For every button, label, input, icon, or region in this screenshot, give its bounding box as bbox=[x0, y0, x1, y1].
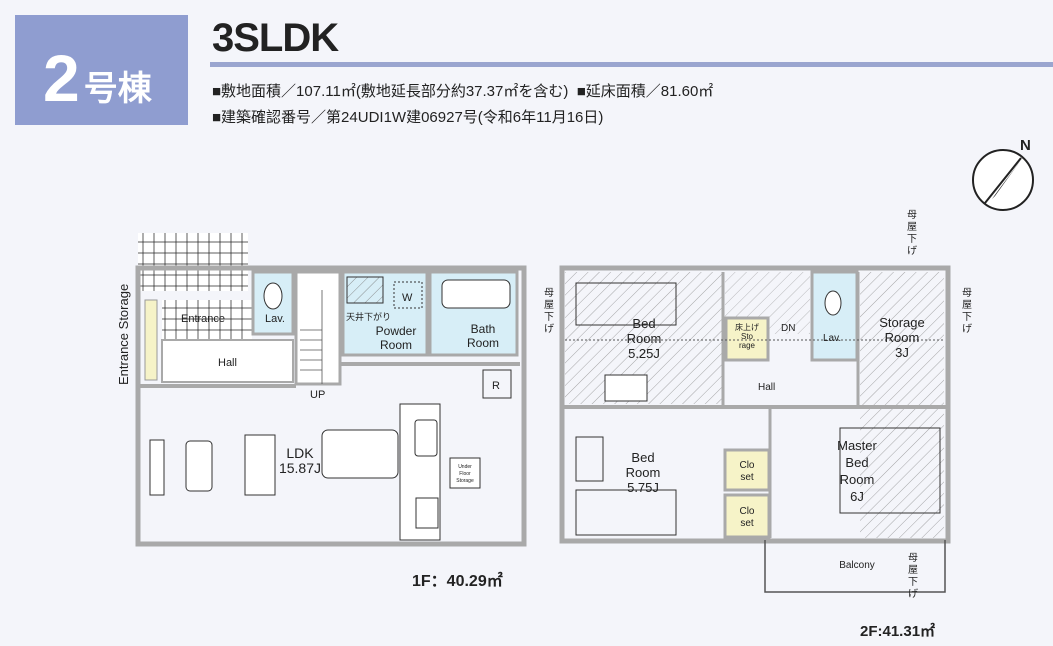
sink-icon bbox=[414, 419, 438, 457]
small-storage bbox=[724, 316, 770, 362]
balcony-label: Balcony bbox=[839, 560, 875, 571]
title-rule bbox=[210, 62, 1053, 67]
roof-note-bottom: 母屋下げ bbox=[908, 552, 918, 600]
floor-2-area: 2F:41.31㎡ bbox=[860, 622, 935, 640]
entrance-label: Entrance bbox=[181, 313, 225, 325]
washer-label: W bbox=[402, 292, 413, 304]
ceiling-drop-label: 天井下がり bbox=[346, 311, 391, 322]
building-suffix: 号棟 bbox=[83, 69, 152, 108]
coffee-table bbox=[185, 440, 213, 492]
roof-note-top: 母屋下げ bbox=[907, 209, 917, 257]
floor-2-outer-wall bbox=[559, 265, 951, 544]
entrance-storage bbox=[144, 299, 158, 381]
entrance-floor bbox=[162, 300, 252, 340]
washbasin-icon bbox=[346, 276, 384, 304]
lav-2f bbox=[810, 270, 859, 362]
hall-1f bbox=[161, 339, 294, 383]
toilet-icon bbox=[824, 290, 842, 316]
desk-icon bbox=[604, 374, 648, 402]
entrance-porch bbox=[138, 233, 248, 291]
building-number-badge: 2 号棟 bbox=[15, 15, 188, 125]
under-floor-storage bbox=[449, 457, 481, 489]
site-area: ■敷地面積／107.11㎡(敷地延長部分約37.37㎡を含む) ■延床面積／81… bbox=[212, 80, 713, 101]
washer-space bbox=[393, 281, 423, 309]
hall-label: Hall bbox=[218, 357, 237, 369]
bed-icon bbox=[575, 489, 677, 536]
stove-icon bbox=[415, 497, 439, 529]
dining-table bbox=[321, 429, 399, 479]
fridge-space bbox=[482, 369, 512, 399]
entrance-storage-label: Entrance Storage bbox=[116, 284, 131, 385]
roof-note-left: 母屋下げ bbox=[544, 287, 554, 335]
toilet-icon bbox=[263, 282, 283, 310]
lav-2f-label: Lav. bbox=[823, 333, 841, 344]
compass-north-icon: N bbox=[972, 137, 1034, 211]
master-bed-icon bbox=[839, 427, 941, 514]
tv-board bbox=[149, 439, 165, 496]
bathtub-icon bbox=[441, 279, 511, 309]
bed-icon bbox=[575, 282, 677, 326]
layout-type: 3SLDK bbox=[212, 16, 339, 60]
fridge-label: R bbox=[492, 380, 500, 392]
building-number: 2 bbox=[43, 41, 80, 115]
closet-2 bbox=[723, 493, 771, 539]
staircase bbox=[294, 270, 342, 386]
site-area-text: ■敷地面積／107.11㎡(敷地延長部分約37.37㎡を含む) bbox=[212, 83, 569, 100]
lav-label: Lav. bbox=[265, 313, 285, 325]
balcony bbox=[764, 540, 946, 593]
hall-2f-label: Hall bbox=[758, 382, 775, 393]
closet-1 bbox=[723, 448, 771, 492]
floor-1-area: 1F：40.29㎡ bbox=[412, 571, 503, 590]
permit-number: ■建築確認番号／第24UDI1W建06927号(令和6年11月16日) bbox=[212, 109, 604, 126]
floor-area-text: ■延床面積／81.60㎡ bbox=[576, 83, 714, 100]
desk-icon bbox=[575, 436, 604, 482]
roof-note-right: 母屋下げ bbox=[962, 287, 972, 335]
sofa-icon bbox=[244, 434, 276, 496]
dn-label: DN bbox=[781, 323, 795, 334]
floor-1-outer-wall bbox=[135, 265, 527, 547]
stair-treads bbox=[300, 290, 323, 384]
compass-label: N bbox=[1020, 137, 1031, 154]
up-label: UP bbox=[310, 389, 325, 401]
roof-notes: 母屋下げ 母屋下げ 母屋下げ 母屋下げ bbox=[544, 209, 972, 600]
